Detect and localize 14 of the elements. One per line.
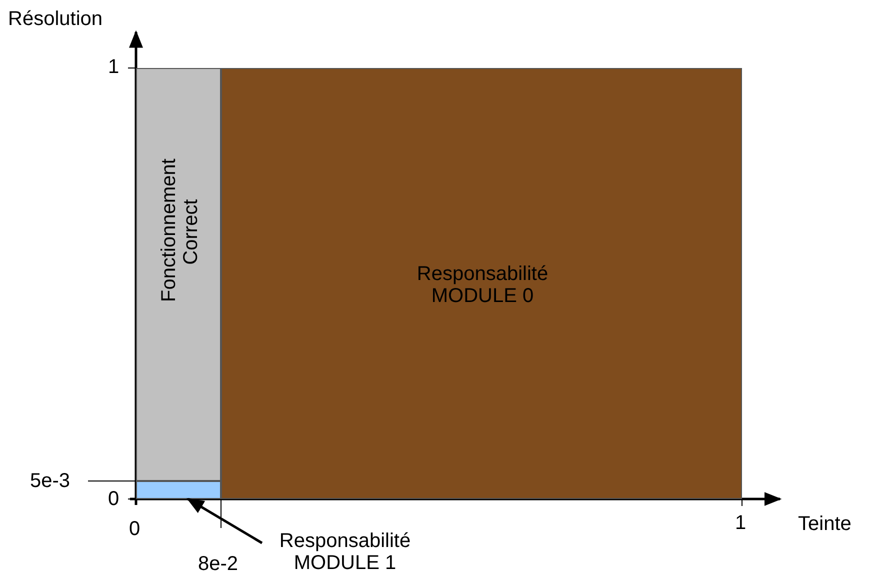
tick-label: 0 xyxy=(108,488,120,510)
tick-label: 1 xyxy=(735,512,746,534)
region-label: Responsabilité MODULE 0 xyxy=(416,262,550,306)
tick-label: 1 xyxy=(108,56,120,78)
tick-label: 0 xyxy=(129,518,140,540)
callout-label: Responsabilité MODULE 1 xyxy=(278,530,412,574)
region-band xyxy=(136,68,221,481)
tick-label: 5e-3 xyxy=(30,470,70,492)
region-strip xyxy=(136,481,221,499)
arrow xyxy=(186,498,263,544)
axis-title: Résolution xyxy=(8,8,103,30)
tick-label: 8e-2 xyxy=(198,553,238,575)
region-block xyxy=(221,68,742,499)
axis-title: Teinte xyxy=(798,513,852,535)
